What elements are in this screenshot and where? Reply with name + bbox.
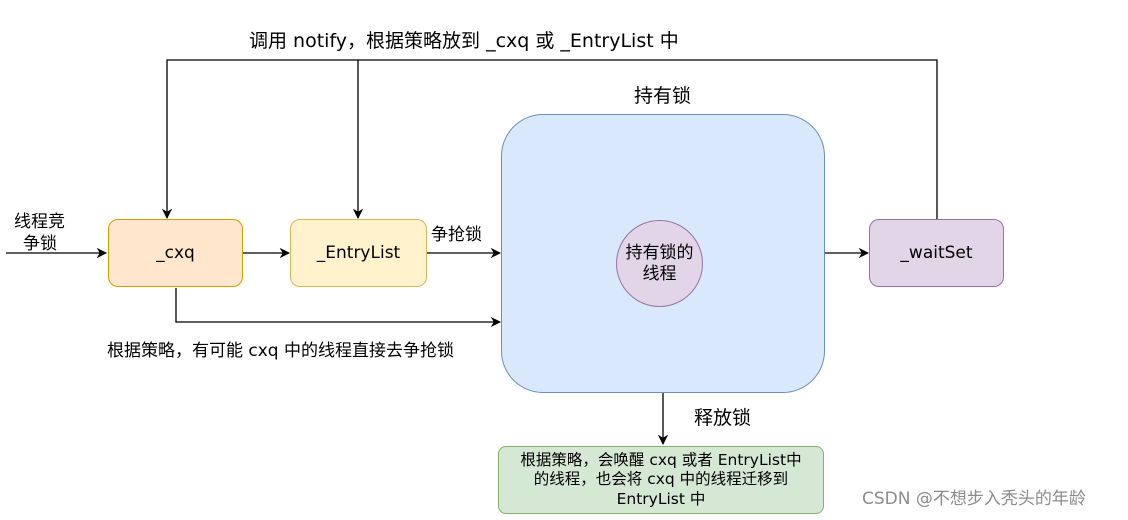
wakeup-line3: EntryList 中 bbox=[616, 489, 706, 508]
contend-label-line1: 线程竞 bbox=[14, 212, 65, 232]
cxq-node-label: _cxq bbox=[156, 242, 195, 263]
edge-waitset-to-cxq bbox=[161, 59, 938, 220]
waitset-node-label: _waitSet bbox=[900, 242, 973, 263]
holder-label-line1: 持有锁的 bbox=[625, 243, 694, 264]
lock-holder-thread: 持有锁的 线程 bbox=[616, 220, 703, 307]
entrylist-node-label: _EntryList bbox=[316, 242, 401, 263]
cxq-node: _cxq bbox=[108, 219, 243, 287]
csdn-watermark: CSDN @不想步入秃头的年龄 bbox=[862, 489, 1086, 509]
wakeup-line2: 的线程，也会将 cxq 中的线程迁移到 bbox=[533, 470, 789, 489]
edge-cxq-direct-to-lock bbox=[175, 288, 502, 328]
wakeup-line1: 根据策略，会唤醒 cxq 或者 EntryList中 bbox=[520, 450, 802, 469]
entrylist-node: _EntryList bbox=[290, 219, 427, 287]
release-lock-label: 释放锁 bbox=[694, 407, 752, 429]
wakeup-policy-node: 根据策略，会唤醒 cxq 或者 EntryList中 的线程，也会将 cxq 中… bbox=[498, 446, 824, 514]
waitset-node: _waitSet bbox=[869, 219, 1004, 287]
notify-label: 调用 notify，根据策略放到 _cxq 或 _EntryList 中 bbox=[249, 30, 679, 52]
policy-direct-label: 根据策略，有可能 cxq 中的线程直接去争抢锁 bbox=[107, 341, 455, 361]
contend-label-line2: 争锁 bbox=[23, 234, 57, 254]
holder-label-line2: 线程 bbox=[642, 263, 677, 284]
grab-lock-label: 争抢锁 bbox=[431, 225, 482, 245]
hold-lock-title: 持有锁 bbox=[634, 85, 692, 107]
